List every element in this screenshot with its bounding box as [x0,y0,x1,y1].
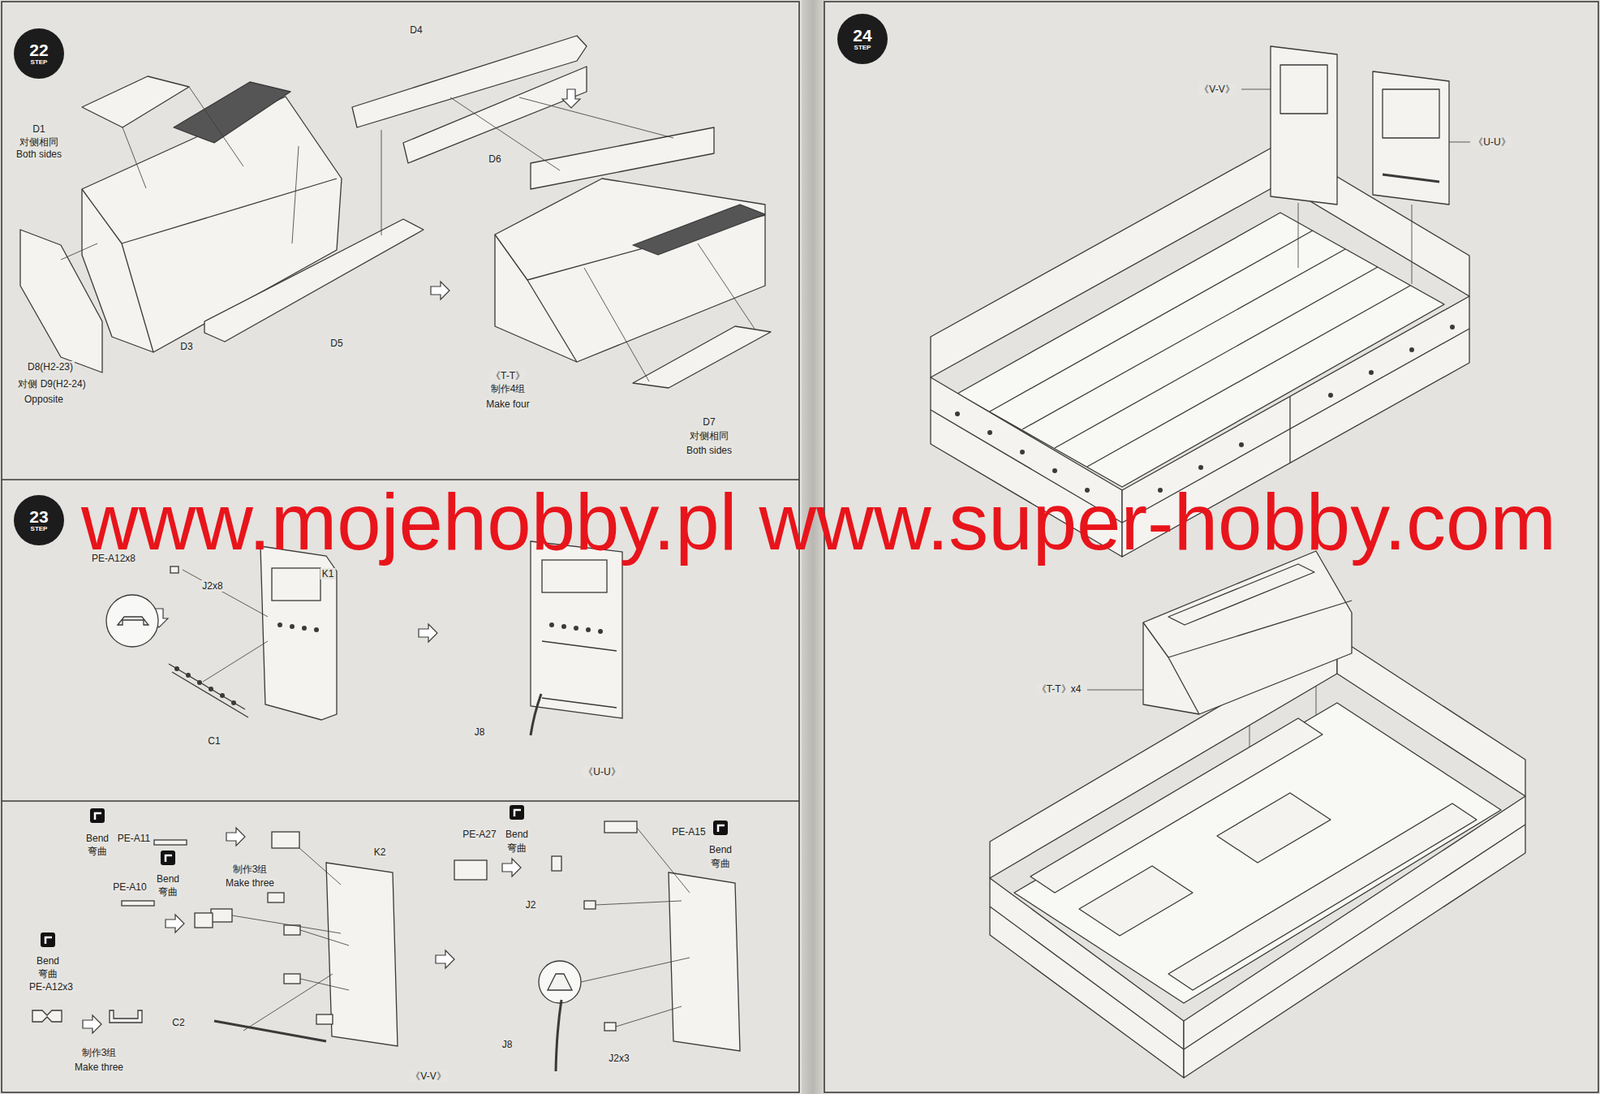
part-label: D7 [701,416,717,428]
bed-holes [954,324,1455,493]
part-label: 《T-T》x4 [1035,683,1084,695]
part-label: 弯曲 [505,842,529,854]
part-label: 《V-V》 [408,1070,448,1082]
part-label: 弯曲 [156,886,180,898]
part-label: K1 [320,567,336,580]
part-label: 弯曲 [86,845,109,857]
part-label: Bend [503,828,530,840]
watermark: www.mojehobby.pl www.super-hobby.com [81,482,1557,563]
rack-panels-lower [32,821,740,1071]
truck-bed-top [930,46,1470,557]
part-label: Make three [73,1061,125,1073]
part-label: Opposite [22,393,65,405]
step-badge: 22STEP [13,28,65,79]
step-number: 23 [29,507,48,525]
part-label: PE-A27 [460,828,498,840]
part-label: Bend [34,954,61,967]
part-label: 制作3组 [231,863,270,875]
step-badge: 23STEP [13,494,65,546]
part-label: 《T-T》 [489,369,527,382]
part-label: 《V-V》 [1197,83,1236,95]
part-label: 《U-U》 [581,765,622,778]
part-label: D3 [178,340,194,353]
part-label: Bend [154,873,181,885]
part-label: 对侧 D9(H2-24) [16,378,87,390]
part-label: J2x8 [200,580,224,592]
step-number: 22 [29,41,48,59]
part-label: J2 [524,898,538,911]
part-label: Make four [484,398,531,410]
part-label: K2 [372,846,388,858]
part-label: 对侧相同 [688,430,731,442]
step-number: 24 [852,26,872,44]
part-label: 制作3组 [80,1046,119,1059]
leader-lines [60,86,755,382]
part-label: D4 [408,24,424,36]
part-label: 弯曲 [709,857,732,869]
part-label: PE-A15 [670,825,707,838]
bend-icons [40,804,728,947]
truck-bed-bottom [989,550,1526,1078]
step-badge: 24STEP [837,13,888,65]
rack-pegs [174,622,603,706]
part-label: C2 [170,1016,186,1028]
part-label: C1 [206,735,222,747]
bench-parts [20,35,771,388]
part-label: J8 [473,726,487,738]
note: Both sides [14,148,64,160]
part-label: Bend [707,843,734,856]
part-label: PE-A12x3 [27,980,75,993]
part-label: Bend [84,832,111,844]
part-label: PE-A10 [111,881,148,893]
part-label: 制作4组 [489,382,528,395]
part-label: PE-A11 [116,832,152,844]
part-label: Make three [223,877,276,889]
part-label: 弯曲 [36,967,60,980]
part-label: 《U-U》 [1471,136,1512,148]
bend-marks [45,809,725,944]
part-number: D1 [30,123,47,135]
part-label: Both sides [684,444,734,456]
rack-panels [106,541,623,736]
part-label: D5 [328,337,345,349]
note: 对侧相同 [17,136,61,148]
step-word: STEP [30,58,48,66]
leader-lines-lower [232,827,690,1031]
step-word: STEP [854,43,872,52]
step-word: STEP [30,524,48,533]
part-label: D6 [486,153,503,165]
part-label: D8(H2-23) [25,361,75,373]
part-label: J8 [500,1038,515,1050]
part-label: J2x3 [606,1052,631,1064]
